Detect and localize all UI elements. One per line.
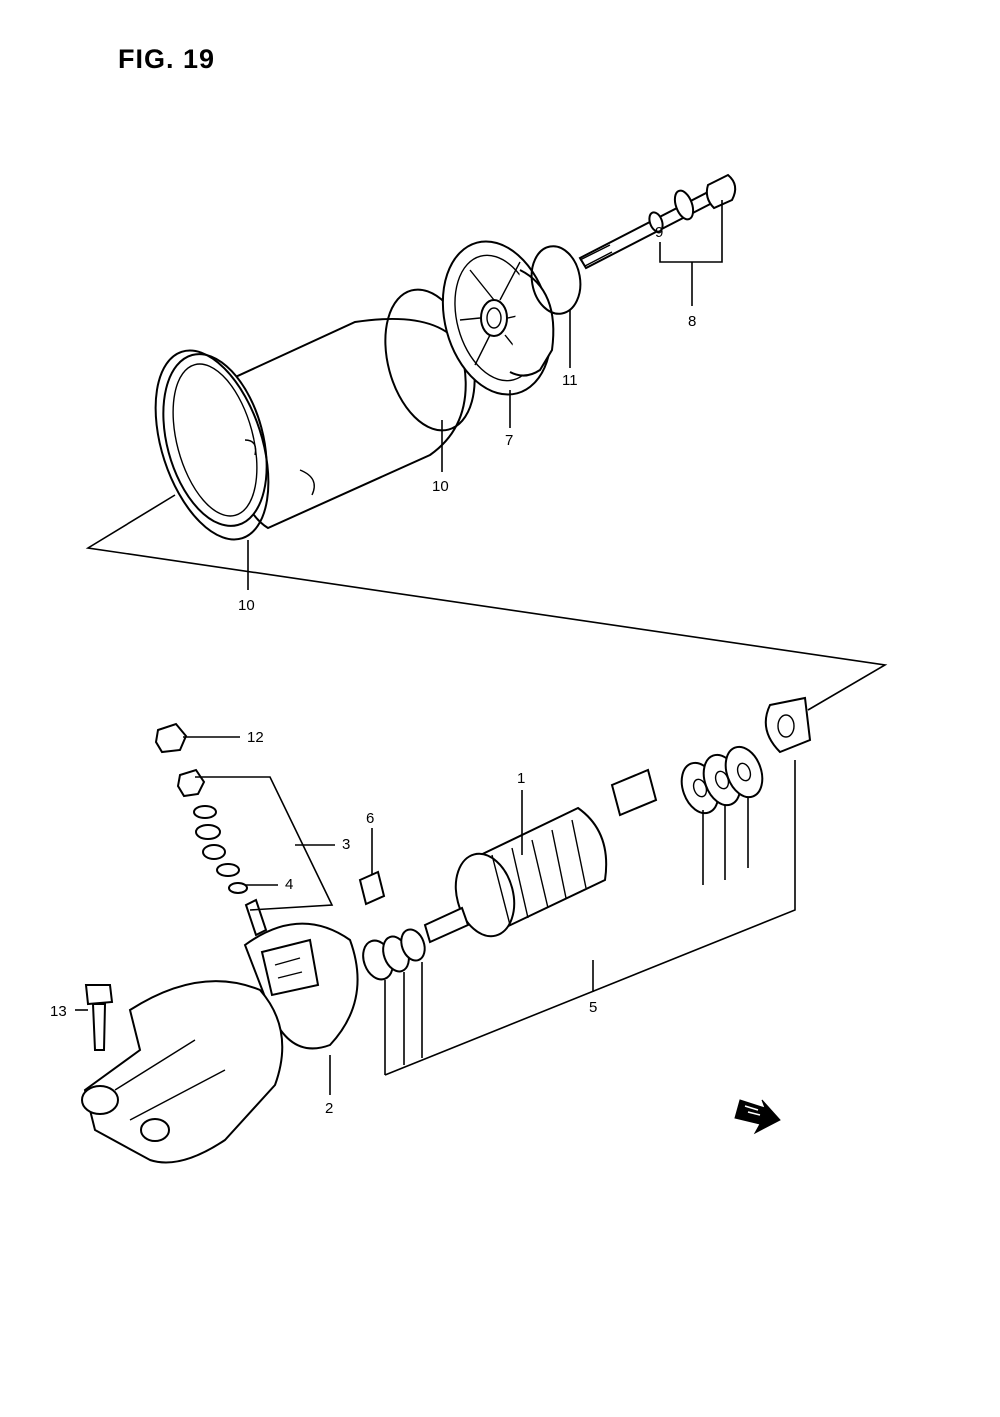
callout-6: 6 <box>366 810 374 827</box>
callout-12: 12 <box>247 729 264 746</box>
callout-11: 11 <box>562 372 578 389</box>
figure-title: FIG. 19 <box>118 44 216 74</box>
assembly-boundary <box>85 494 888 711</box>
o-ring-front <box>154 349 270 541</box>
brush-holder <box>243 922 359 1050</box>
carbon-brush <box>358 870 386 906</box>
callout-1: 1 <box>517 770 525 787</box>
terminal-nut <box>154 722 188 754</box>
yoke-housing <box>162 317 467 530</box>
cover-seal-ring <box>530 245 582 315</box>
callout-3: 3 <box>342 836 350 853</box>
callout-13: 13 <box>50 1003 67 1020</box>
callout-2: 2 <box>325 1100 333 1117</box>
callout-5: 5 <box>589 999 597 1016</box>
callout-9: 9 <box>655 224 663 241</box>
callout-10-rear: 10 <box>432 478 449 495</box>
callout-labels: 1 2 3 4 5 6 7 8 9 10 10 11 12 13 <box>50 224 696 1117</box>
leader-lines <box>75 200 796 1095</box>
lock-plate <box>764 696 812 754</box>
shaft-washers-rear <box>680 745 764 815</box>
front-housing <box>81 980 284 1164</box>
front-direction-arrow-icon <box>734 1099 781 1135</box>
bolt-washer <box>648 189 695 233</box>
armature <box>423 768 658 944</box>
rear-end-cover <box>441 240 555 396</box>
mounting-screw <box>84 984 114 1051</box>
callout-7: 7 <box>505 432 513 449</box>
callout-8: 8 <box>688 313 696 330</box>
terminal-washer-stack <box>176 768 268 937</box>
callout-10-front: 10 <box>238 597 255 614</box>
callout-4: 4 <box>285 876 293 893</box>
shaft-washers-front <box>362 928 426 981</box>
